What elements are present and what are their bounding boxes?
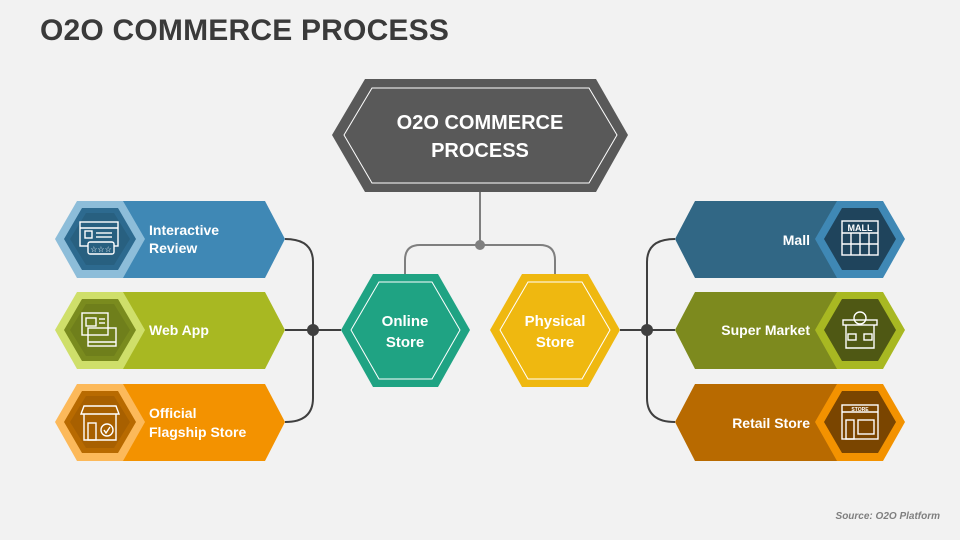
svg-text:☆☆☆: ☆☆☆ — [90, 245, 112, 254]
junction-dot-right — [641, 324, 653, 336]
online-store-hexagon: Online Store — [341, 274, 470, 387]
top-connector — [404, 192, 556, 274]
right-item-super-market: Super Market — [675, 292, 905, 369]
physical-store-line1: Physical — [525, 313, 586, 330]
flagship-store-label-line1: Official — [149, 405, 196, 421]
physical-store-hexagon: Physical Store — [490, 274, 620, 387]
center-title-hexagon: O2O COMMERCE PROCESS — [332, 79, 628, 192]
right-item-mall: MALL Mall — [675, 201, 905, 278]
retail-store-icon: STORE — [841, 404, 879, 440]
left-item-official-flagship-store: Official Flagship Store — [55, 384, 285, 461]
mall-label: Mall — [783, 232, 810, 248]
right-item-retail-store: STORE Retail Store — [675, 384, 905, 461]
left-item-interactive-review: ☆☆☆ Interactive Review — [55, 201, 285, 278]
web-app-icon — [81, 312, 117, 347]
interactive-review-label-line1: Interactive — [149, 222, 219, 238]
mall-icon-text: MALL — [848, 223, 873, 233]
mall-icon: MALL — [841, 220, 879, 256]
flagship-store-icon — [79, 405, 121, 441]
center-title-line1: O2O COMMERCE — [397, 112, 564, 134]
review-icon: ☆☆☆ — [79, 221, 119, 255]
online-store-line1: Online — [382, 313, 429, 330]
junction-dot-left — [307, 324, 319, 336]
physical-store-line2: Store — [536, 334, 574, 351]
retail-store-icon-text: STORE — [851, 407, 869, 413]
interactive-review-label-line2: Review — [149, 240, 197, 256]
left-item-web-app: Web App — [55, 292, 285, 369]
super-market-label: Super Market — [721, 322, 810, 338]
source-note: Source: O2O Platform — [835, 511, 940, 522]
page-title: O2O COMMERCE PROCESS — [40, 14, 450, 47]
junction-dot-top — [475, 240, 485, 250]
supermarket-icon — [842, 311, 878, 349]
flagship-store-label-line2: Flagship Store — [149, 424, 246, 440]
center-title-line2: PROCESS — [431, 140, 529, 162]
retail-store-label: Retail Store — [732, 415, 810, 431]
online-store-line2: Store — [386, 334, 424, 351]
web-app-label: Web App — [149, 322, 209, 338]
